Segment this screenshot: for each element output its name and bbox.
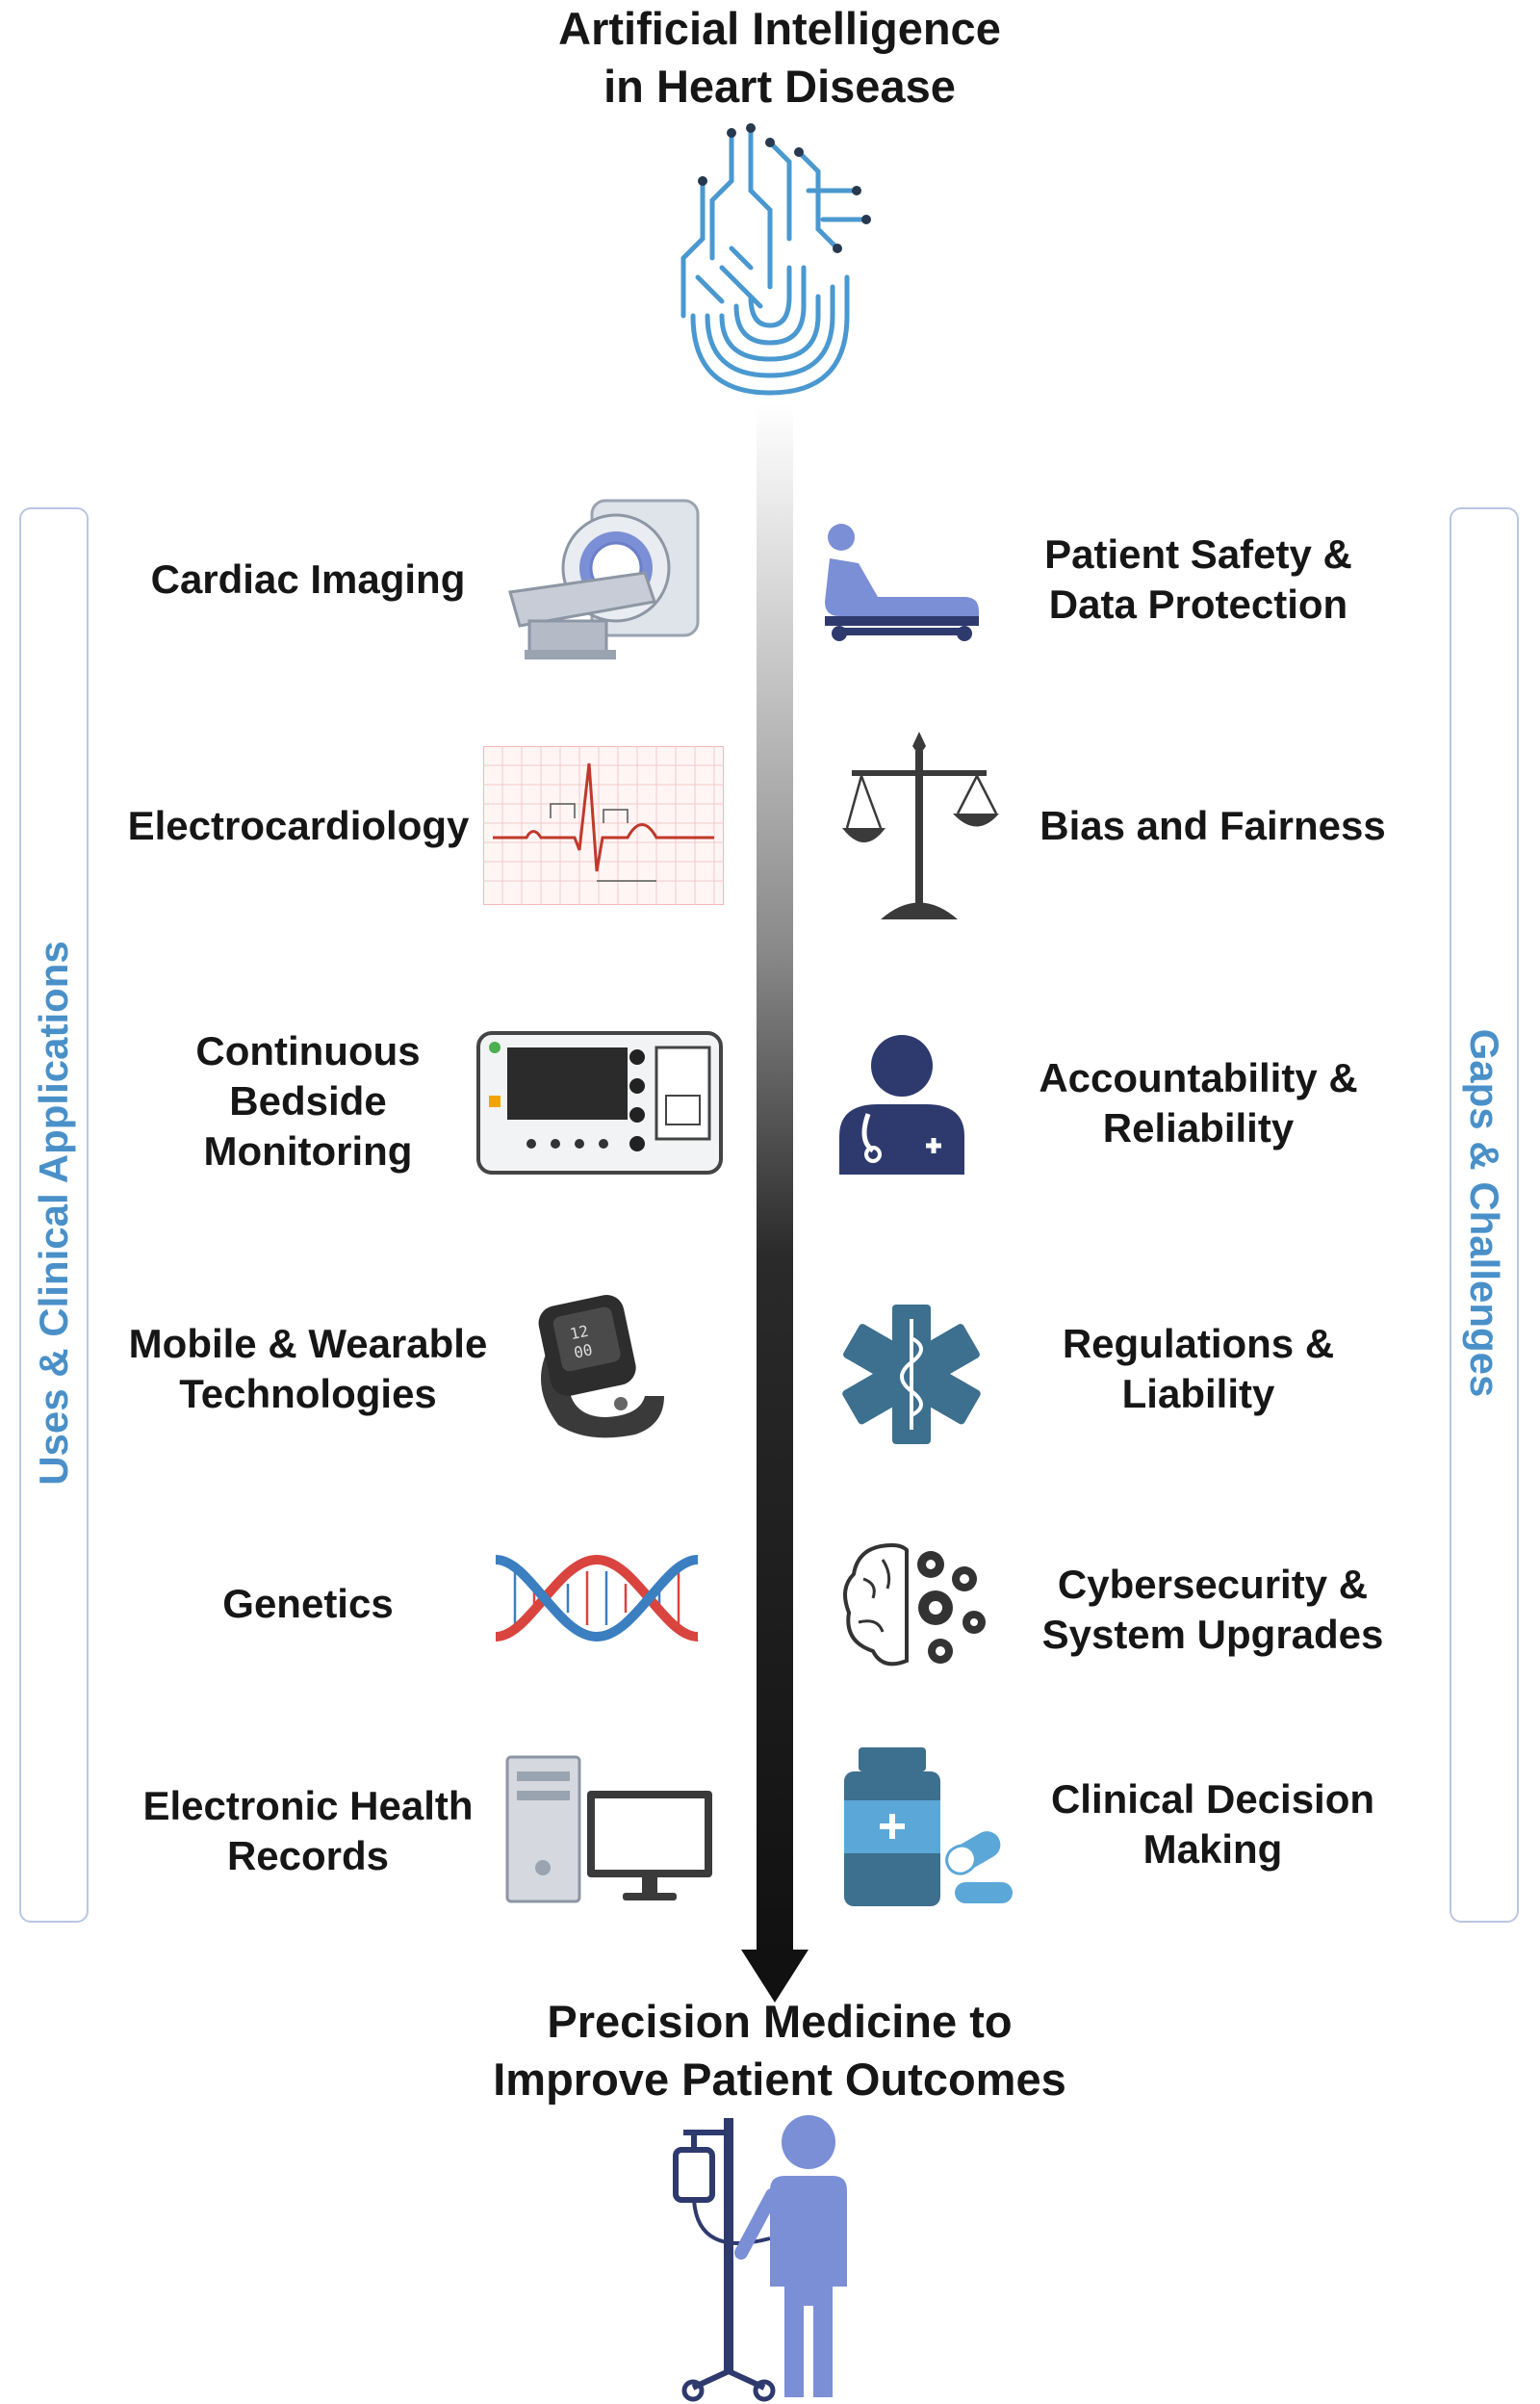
right-item-label: Cybersecurity & System Upgrades bbox=[1041, 1562, 1384, 1657]
ecg-trace-icon bbox=[483, 746, 724, 905]
dna-helix-icon bbox=[491, 1550, 703, 1646]
patient-bed-icon bbox=[820, 520, 984, 645]
diagram-title: Artificial Intelligence in Heart Disease bbox=[385, 0, 1174, 116]
right-panel-frame bbox=[1450, 507, 1519, 1923]
left-panel-heading: Uses & Clinical Applications bbox=[31, 941, 76, 1486]
title-line-2: in Heart Disease bbox=[603, 61, 956, 112]
right-item-label: Bias and Fairness bbox=[1040, 803, 1386, 848]
outcome-title: Precision Medicine to Improve Patient Ou… bbox=[385, 1993, 1174, 2108]
star-of-life-icon bbox=[839, 1305, 984, 1444]
left-panel-frame bbox=[19, 507, 89, 1923]
doctor-icon bbox=[839, 1035, 964, 1175]
left-item-label: Cardiac Imaging bbox=[150, 556, 466, 602]
central-arrow bbox=[741, 404, 808, 2003]
desktop-computer-icon bbox=[502, 1752, 719, 1906]
right-item-label: Accountability & Reliability bbox=[1039, 1055, 1358, 1150]
smartwatch-icon: 12 00 bbox=[529, 1290, 674, 1444]
left-item-label: Continuous Bedside Monitoring bbox=[195, 1028, 421, 1174]
right-item-label: Clinical Decision Making bbox=[1050, 1776, 1375, 1872]
brain-gears-icon bbox=[839, 1536, 993, 1675]
outcome-line-1: Precision Medicine to bbox=[547, 1996, 1013, 2047]
balance-scale-icon bbox=[837, 732, 1001, 924]
svg-text:00: 00 bbox=[572, 1340, 594, 1362]
svg-text:12: 12 bbox=[568, 1322, 590, 1344]
left-item-label: Genetics bbox=[222, 1581, 394, 1626]
medication-icon bbox=[839, 1747, 1017, 1906]
left-item-label: Electronic Health Records bbox=[142, 1783, 474, 1878]
left-item-label: Mobile & Wearable Technologies bbox=[128, 1321, 488, 1416]
circuit-heart-icon bbox=[664, 123, 876, 412]
outcome-line-2: Improve Patient Outcomes bbox=[493, 2054, 1066, 2105]
patient-iv-icon bbox=[664, 2113, 876, 2402]
mri-scanner-icon bbox=[500, 496, 703, 664]
right-item-label: Patient Safety & Data Protection bbox=[1044, 531, 1352, 627]
right-item-label: Regulations & Liability bbox=[1062, 1321, 1335, 1416]
right-panel-heading: Gaps & Challenges bbox=[1462, 1028, 1507, 1398]
bedside-monitor-icon bbox=[474, 1028, 726, 1177]
left-item-label: Electrocardiology bbox=[127, 803, 470, 848]
title-line-1: Artificial Intelligence bbox=[558, 3, 1001, 54]
